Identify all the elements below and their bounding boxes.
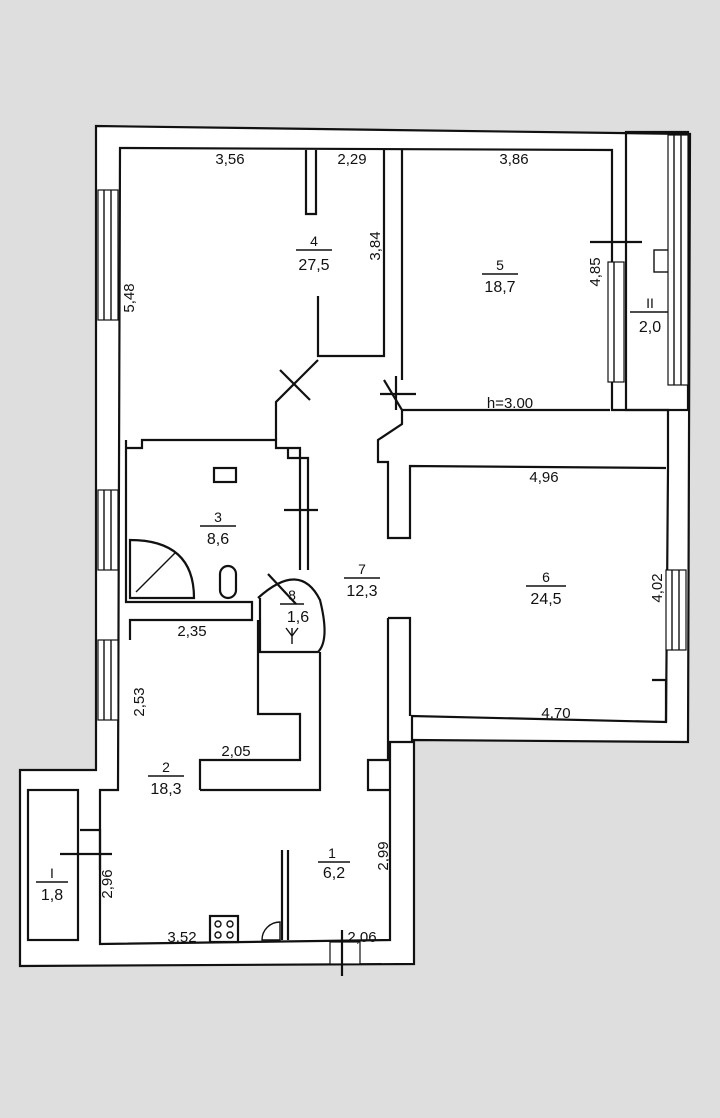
dim-2-29: 2,29: [337, 151, 366, 168]
ceiling-height: h=3.00: [487, 395, 533, 412]
room-area-5: 18,7: [484, 279, 515, 296]
room-label-2: 2: [162, 759, 170, 775]
windows: [97, 134, 689, 965]
room-area-1: 6,2: [323, 865, 345, 882]
room-area-8: 1,6: [287, 609, 309, 626]
room-label-3: 3: [214, 509, 222, 525]
fixtures: [128, 466, 299, 944]
room-label-1: 1: [328, 845, 336, 861]
dim-3-84: 3,84: [367, 231, 384, 260]
room-label-6: 6: [542, 569, 550, 585]
dim-4-70: 4,70: [541, 705, 570, 722]
dim-2-53: 2,53: [131, 687, 148, 716]
sink: [212, 466, 238, 484]
room-label-5: 5: [496, 257, 504, 273]
dim-3-52: 3,52: [167, 929, 196, 946]
room-label-7: 7: [358, 561, 366, 577]
gas-riser: [285, 627, 299, 644]
interior-outline: [98, 146, 670, 946]
room-area-6: 24,5: [530, 591, 561, 608]
room-label-8: 8: [288, 587, 296, 603]
dim-2-05: 2,05: [221, 743, 250, 760]
dim-2-35: 2,35: [177, 623, 206, 640]
room-label-ii: II: [646, 295, 654, 311]
room-label-i: I: [50, 865, 54, 881]
toilet: [218, 564, 238, 600]
shower-tray: [128, 538, 196, 600]
dim-5-48: 5,48: [121, 283, 138, 312]
balcony-i-outline: [26, 788, 80, 942]
partitions: [80, 150, 668, 940]
stove: [208, 914, 240, 944]
room-area-3: 8,6: [207, 531, 229, 548]
room-label-4: 4: [310, 233, 318, 249]
door-marks: [60, 240, 642, 976]
dim-4-02: 4,02: [649, 573, 666, 602]
room-area-2: 18,3: [150, 781, 181, 798]
dim-4-85: 4,85: [587, 257, 604, 286]
room-area-i: 1,8: [41, 887, 63, 904]
room-area-4: 27,5: [298, 257, 329, 274]
dim-3-56: 3,56: [215, 151, 244, 168]
dim-3-86: 3,86: [499, 151, 528, 168]
dimension-labels: 3,56 2,29 3,86 3,84 4,85 5,48 4,96 4,02 …: [99, 151, 666, 946]
room-area-ii: 2,0: [639, 319, 661, 336]
room-labels: 1 6,2 2 18,3 3 8,6 4 27,5 5 18,7 6 24,5 …: [36, 233, 668, 904]
dim-2-96: 2,96: [99, 869, 116, 898]
dim-2-99: 2,99: [375, 841, 392, 870]
dim-2-06: 2,06: [347, 929, 376, 946]
dim-4-96: 4,96: [529, 469, 558, 486]
room-area-7: 12,3: [346, 583, 377, 600]
